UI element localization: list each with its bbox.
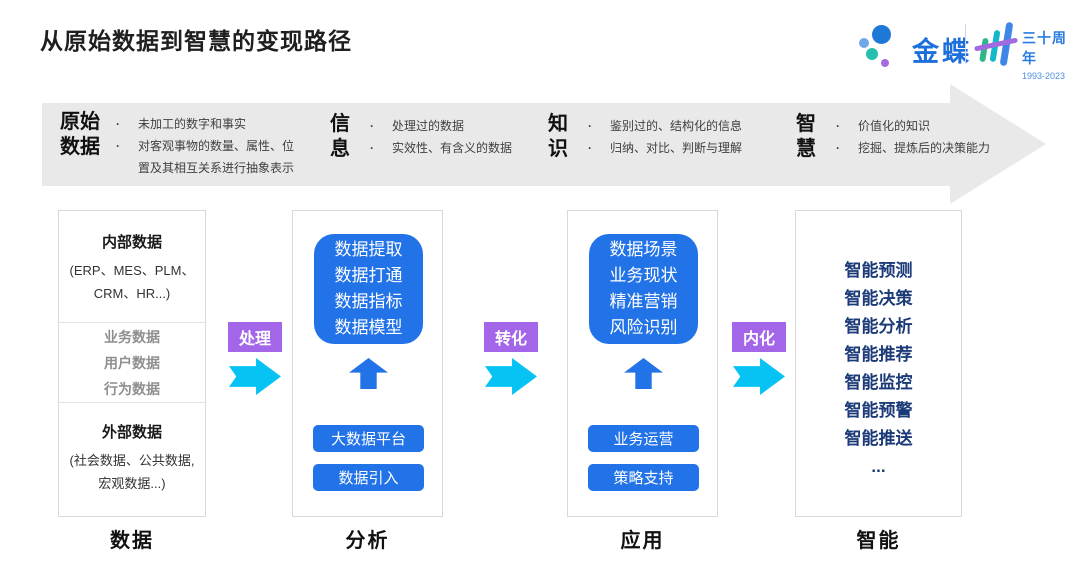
business-operation-tag: 业务运营	[588, 425, 699, 452]
stage-raw-data-points: 未加工的数字和事实 对客观事物的数量、属性、位置及其相互关系进行抽象表示	[112, 110, 304, 179]
up-arrow-icon	[624, 358, 663, 389]
stage-information-label: 信 息	[330, 113, 350, 160]
flow-transform-label: 转化	[483, 322, 538, 352]
brand-name: 金蝶	[912, 37, 972, 67]
flow-internalize: 内化	[726, 322, 792, 395]
column-footer-application: 应用	[620, 530, 665, 552]
smart-item: 智能预测	[844, 261, 913, 280]
internal-data-heading: 内部数据	[101, 234, 162, 251]
column-footer-intelligence: 智能	[856, 530, 901, 552]
page-title: 从原始数据到智慧的变现路径	[40, 28, 352, 54]
smart-item: 智能决策	[844, 289, 913, 308]
stage-raw-data: 原始 数据 未加工的数字和事实 对客观事物的数量、属性、位置及其相互关系进行抽象…	[60, 110, 304, 179]
data-type-item: 行为数据	[104, 380, 160, 397]
internal-data-section: 内部数据 (ERP、MES、PLM、 CRM、HR...)	[59, 211, 205, 322]
data-column-box: 内部数据 (ERP、MES、PLM、 CRM、HR...) 业务数据 用户数据 …	[58, 210, 206, 517]
bullet-point: 鉴别过的、结构化的信息	[584, 115, 774, 137]
bullet-point: 对客观事物的数量、属性、位置及其相互关系进行抽象表示	[112, 135, 304, 179]
anniversary-years: 1993-2023	[1022, 71, 1066, 81]
logo-dot-lightblue-icon	[859, 38, 869, 48]
stage-wisdom-label: 智 慧	[796, 113, 816, 160]
smart-item: 智能推送	[844, 429, 913, 448]
smart-item: 智能分析	[844, 317, 913, 336]
flow-process-label: 处理	[227, 322, 282, 352]
bullet-point: 挖掘、提炼后的决策能力	[832, 137, 1012, 159]
data-type-item: 业务数据	[104, 328, 160, 345]
application-column-box: 数据场景 业务现状 精准营销 风险识别 业务运营 策略支持	[567, 210, 718, 517]
smart-item: 智能监控	[844, 373, 913, 392]
stage-information: 信 息 处理过的数据 实效性、有含义的数据	[330, 112, 546, 162]
right-arrow-icon	[485, 358, 537, 395]
stage-information-points: 处理过的数据 实效性、有含义的数据	[366, 112, 546, 162]
thirty-anniversary-mark-icon	[973, 18, 1019, 70]
data-import-tag: 数据引入	[313, 464, 424, 491]
column-footer-data: 数据	[110, 530, 154, 552]
anniversary-text: 三十周年 1993-2023	[1022, 28, 1075, 81]
logo-dot-purple-icon	[881, 59, 889, 67]
flow-internalize-label: 内化	[731, 322, 786, 352]
stage-wisdom-points: 价值化的知识 挖掘、提炼后的决策能力	[832, 112, 1012, 162]
bullet-point: 处理过的数据	[366, 115, 546, 137]
strategy-support-tag: 策略支持	[588, 464, 699, 491]
smart-item: 智能预警	[844, 401, 913, 420]
analysis-column-box: 数据提取 数据打通 数据指标 数据模型 大数据平台 数据引入	[292, 210, 443, 517]
up-arrow-icon	[349, 358, 388, 389]
stage-knowledge-points: 鉴别过的、结构化的信息 归纳、对比、判断与理解	[584, 112, 774, 162]
smart-item: 智能推荐	[844, 345, 913, 364]
logo-dot-teal-icon	[866, 48, 878, 60]
data-type-item: 用户数据	[104, 354, 160, 371]
analysis-capabilities-card: 数据提取 数据打通 数据指标 数据模型	[314, 234, 423, 344]
intelligence-column-box: 智能预测 智能决策 智能分析 智能推荐 智能监控 智能预警 智能推送 ...	[795, 210, 962, 517]
stage-wisdom: 智 慧 价值化的知识 挖掘、提炼后的决策能力	[796, 112, 1012, 162]
external-data-heading: 外部数据	[101, 424, 162, 441]
bullet-point: 实效性、有含义的数据	[366, 137, 546, 159]
flow-process: 处理	[222, 322, 288, 395]
stage-knowledge-label: 知 识	[548, 113, 568, 160]
column-footer-analysis: 分析	[345, 530, 390, 552]
right-arrow-icon	[229, 358, 281, 395]
flow-transform: 转化	[478, 322, 544, 395]
smart-item-ellipsis: ...	[871, 457, 886, 476]
application-scenarios-card: 数据场景 业务现状 精准营销 风险识别	[589, 234, 698, 344]
stage-knowledge: 知 识 鉴别过的、结构化的信息 归纳、对比、判断与理解	[548, 112, 774, 162]
stage-raw-data-label: 原始 数据	[60, 111, 100, 158]
bullet-point: 价值化的知识	[832, 115, 1012, 137]
middle-data-section: 业务数据 用户数据 行为数据	[59, 322, 205, 402]
anniversary-title: 三十周年	[1022, 30, 1067, 66]
bullet-point: 未加工的数字和事实	[112, 113, 304, 135]
big-data-platform-tag: 大数据平台	[313, 425, 424, 452]
external-data-section: 外部数据 (社会数据、公共数据, 宏观数据...)	[59, 402, 205, 495]
logo-dot-blue-icon	[872, 25, 891, 44]
right-arrow-icon	[733, 358, 785, 395]
logo-divider	[965, 24, 966, 64]
bullet-point: 归纳、对比、判断与理解	[584, 137, 774, 159]
kingdee-logo: 金蝶 三十周年 1993-2023	[850, 12, 1075, 81]
